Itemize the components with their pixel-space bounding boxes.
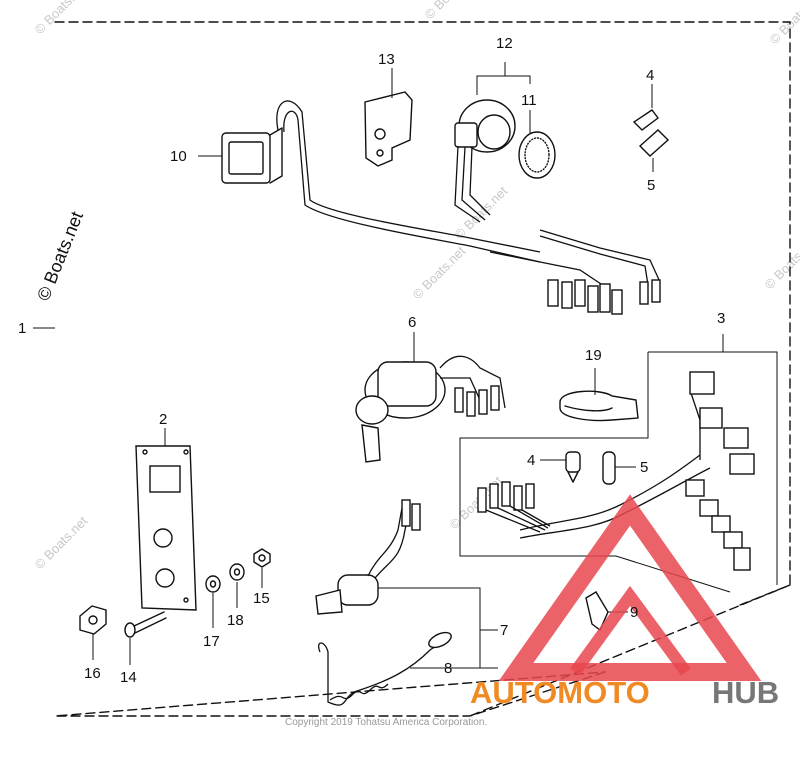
leader-8 [410,630,498,669]
copyright-notice: Copyright 2019 Tohatsu America Corporati… [285,717,487,728]
part-8-lanyard [318,631,452,706]
watermark-tile: © Boats.net [32,513,91,572]
part-10-switch [221,100,541,263]
callout-15: 15 [253,590,270,607]
callout-2: 2 [159,411,167,428]
part-7-stop-switch [315,499,421,615]
callout-3: 3 [717,310,725,327]
part-5-sleeve-box [602,451,616,485]
part-4-bullet-top [632,109,659,131]
part-3-main-harness [477,371,755,571]
callout-18: 18 [227,612,244,629]
watermark-tile: © Boats.net [32,0,91,37]
part-12-buzzer [454,99,516,223]
frame-diagonal [469,584,791,717]
part-2-panel-plate [135,445,197,611]
logo-triangle-inner [570,585,691,676]
callout-9: 9 [630,604,638,621]
watermark-tile: © Boats.net [452,183,511,242]
callout-17: 17 [203,633,220,650]
part-5-sleeve-top [638,129,670,157]
part-13-bracket [364,91,413,167]
automotohub-logo: AUTOMOTO HUB [470,494,779,710]
part-11-membrane [518,131,556,179]
part-6-key-switch [355,355,506,463]
callout-13: 13 [378,51,395,68]
part-18-lock-washer [229,563,245,581]
part-16-nut [79,605,107,635]
harness-upper-connectors [489,229,661,315]
callout-7: 7 [500,622,508,639]
kit-frame [54,21,791,717]
callouts: 1 2 3 4 4 5 5 6 7 8 9 10 11 12 13 14 15 … [18,35,725,686]
watermark-tile: © Boats.net [767,0,800,47]
callout-16: 16 [84,665,101,682]
leader-12 [476,62,531,95]
part-17-washer [205,575,221,593]
leader-7 [378,587,498,631]
watermark-tile: © Boats.net [410,243,469,302]
part-4-bullet-box [565,451,581,483]
callout-12: 12 [496,35,513,52]
logo-text-automoto: AUTOMOTO [470,675,650,710]
callout-5-box: 5 [640,459,648,476]
part-14-screw [124,611,167,638]
callout-5-top: 5 [647,177,655,194]
part-15-nut [253,548,271,568]
callout-14: 14 [120,669,137,686]
watermark-main: © Boats.net [33,209,87,304]
callout-8: 8 [444,660,452,677]
callout-6: 6 [408,314,416,331]
watermark-tile: © Boats.net [762,233,800,292]
logo-triangle-outer [498,494,762,681]
callout-1: 1 [18,320,26,337]
callout-4-box: 4 [527,452,535,469]
harness-3-box [459,351,778,593]
logo-text-hub: HUB [712,675,779,710]
watermark-tile: © Boats.net [422,0,481,22]
callout-10: 10 [170,148,187,165]
part-19-clamp [559,390,639,422]
callout-11: 11 [521,92,537,109]
part-9-clip [585,591,609,632]
callout-19: 19 [585,347,602,364]
callout-4-top: 4 [646,67,654,84]
